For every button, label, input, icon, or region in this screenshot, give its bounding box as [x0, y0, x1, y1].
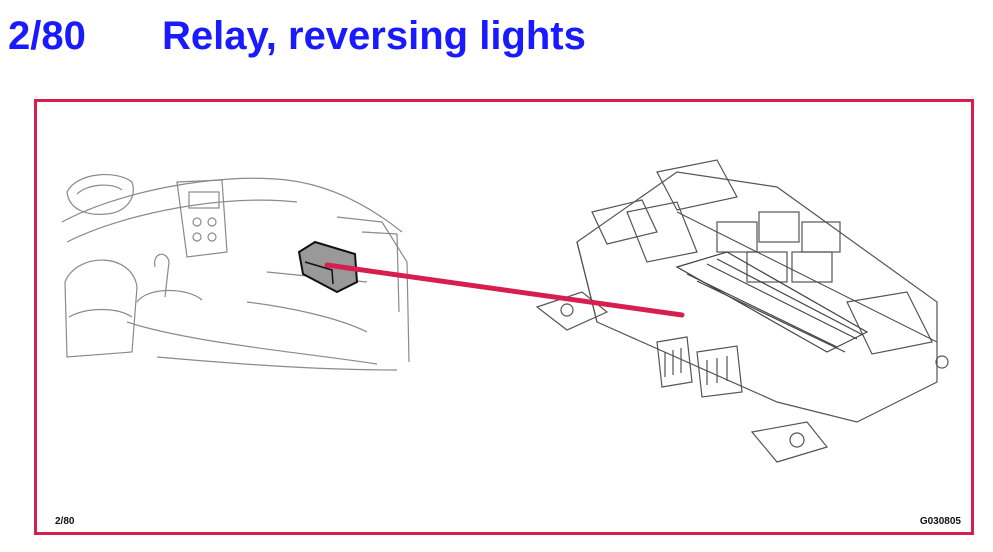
- car-interior-drawing: [61, 173, 410, 371]
- illustration-svg: [61, 159, 949, 463]
- central-electronic-module-drawing: [535, 159, 949, 463]
- illustration-frame: 2/80 G030805: [34, 99, 974, 535]
- figure-page-ref: 2/80: [55, 516, 75, 527]
- title-bar: 2/80 Relay, reversing lights: [0, 0, 993, 80]
- pointer-line: [324, 262, 685, 318]
- page-title: Relay, reversing lights: [162, 14, 586, 58]
- page-number: 2/80: [8, 14, 86, 58]
- figure-image-code: G030805: [919, 516, 961, 527]
